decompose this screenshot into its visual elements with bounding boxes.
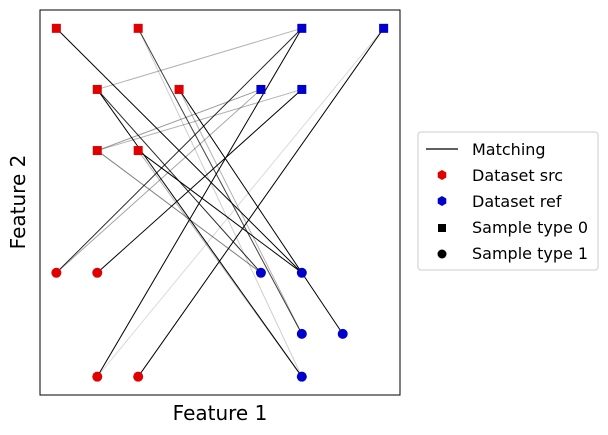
matching-line: [178, 89, 303, 335]
src-circle-point: [51, 267, 62, 278]
legend-label-matching: Matching: [472, 140, 546, 159]
src-square-point: [133, 146, 143, 156]
legend-label-type0: Sample type 0: [472, 218, 588, 237]
legend: Matching Dataset src Dataset ref Sample …: [417, 131, 599, 271]
ref-circle-point: [255, 267, 266, 278]
matching-line: [137, 150, 303, 274]
src-circle-point: [92, 267, 103, 278]
src-square-point: [51, 23, 61, 33]
matching-line: [96, 150, 262, 274]
matching-line: [56, 27, 303, 274]
matching-line: [96, 28, 385, 377]
legend-label-type1: Sample type 1: [472, 244, 588, 263]
matching-line: [178, 89, 344, 335]
matching-line: [137, 150, 303, 377]
legend-label-src: Dataset src: [472, 166, 563, 185]
ref-square-point: [256, 84, 266, 94]
matching-line: [96, 89, 303, 377]
legend-ref-hexagon-icon: [437, 196, 447, 206]
legend-label-ref: Dataset ref: [472, 192, 562, 211]
ref-square-point: [379, 23, 389, 33]
ref-circle-point: [337, 328, 348, 339]
src-circle-point: [92, 371, 103, 382]
matching-line: [137, 28, 303, 335]
y-axis-label: Feature 2: [6, 155, 30, 250]
matching-line: [97, 88, 262, 152]
matching-line: [137, 28, 303, 377]
ref-circle-point: [296, 267, 307, 278]
ref-circle-point: [296, 371, 307, 382]
matching-line: [97, 27, 302, 90]
plot-frame: [39, 9, 401, 396]
ref-square-point: [297, 23, 307, 33]
src-square-point: [133, 23, 143, 33]
legend-circle-icon: [437, 249, 447, 259]
matching-line: [137, 28, 385, 377]
matching-line: [97, 88, 302, 152]
ref-square-point: [297, 84, 307, 94]
matching-lines: [56, 27, 385, 377]
src-circle-point: [133, 371, 144, 382]
ref-circle-point: [296, 328, 307, 339]
x-axis-label: Feature 1: [173, 401, 268, 425]
matching-line: [96, 89, 303, 274]
matching-line: [96, 28, 303, 377]
src-square-point: [92, 84, 102, 94]
legend-box: [417, 131, 599, 271]
legend-src-hexagon-icon: [437, 170, 447, 180]
legend-square-icon: [438, 224, 446, 232]
matching-line: [56, 89, 262, 274]
data-points: [51, 23, 389, 382]
src-square-point: [174, 84, 184, 94]
src-square-point: [92, 146, 102, 156]
